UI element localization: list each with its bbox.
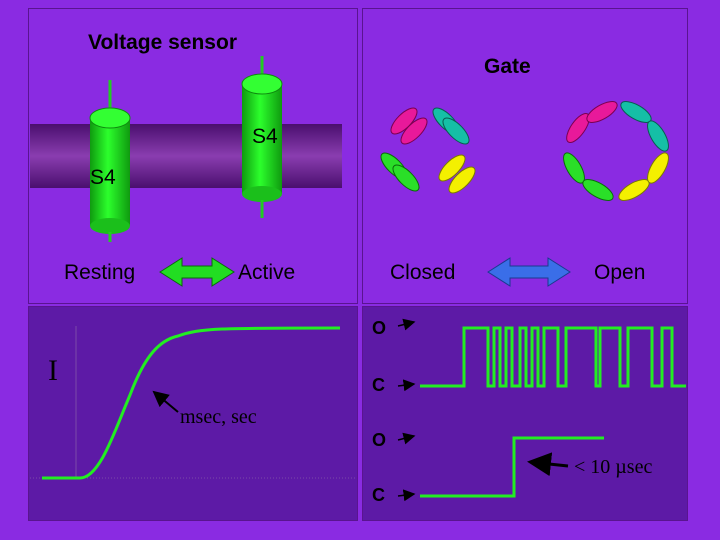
s4-helix-active — [241, 56, 283, 218]
closed-open-double-arrow — [487, 257, 571, 287]
closed-gate-subunits — [380, 107, 476, 194]
single-channel-traces — [397, 318, 686, 502]
s4-helix-resting — [89, 80, 131, 242]
trace-label-closed-2: C — [372, 485, 385, 505]
macroscopic-current-plot — [30, 326, 356, 480]
voltage-sensor-title: Voltage sensor — [88, 31, 237, 54]
active-label: Active — [238, 261, 296, 284]
open-gate-subunits — [563, 101, 669, 201]
fast-time-arrow — [527, 452, 569, 477]
s4-label-resting: S4 — [90, 166, 116, 189]
voltage-sensor-panel — [28, 8, 358, 304]
fast-timescale-label: < 10 µsec — [574, 456, 653, 478]
current-trace — [42, 326, 341, 480]
resting-label: Resting — [64, 261, 136, 284]
s4-label-active: S4 — [252, 125, 278, 148]
gate-panel — [362, 8, 688, 304]
open-label: Open — [594, 261, 646, 284]
gate-title: Gate — [484, 55, 531, 78]
trace-label-closed-1: C — [372, 375, 385, 395]
trace-label-open-2: O — [372, 430, 387, 450]
time-scale-label: msec, sec — [180, 406, 257, 428]
single-channel-flicker-trace — [420, 326, 686, 388]
membrane — [30, 124, 342, 188]
single-channel-step-trace — [420, 436, 604, 498]
trace-label-open-1: O — [372, 318, 387, 338]
current-axis-label: I — [48, 354, 58, 387]
closed-label: Closed — [390, 261, 456, 284]
resting-active-double-arrow — [159, 257, 235, 287]
time-arrow — [152, 390, 179, 413]
macroscopic-current-panel — [28, 306, 358, 521]
